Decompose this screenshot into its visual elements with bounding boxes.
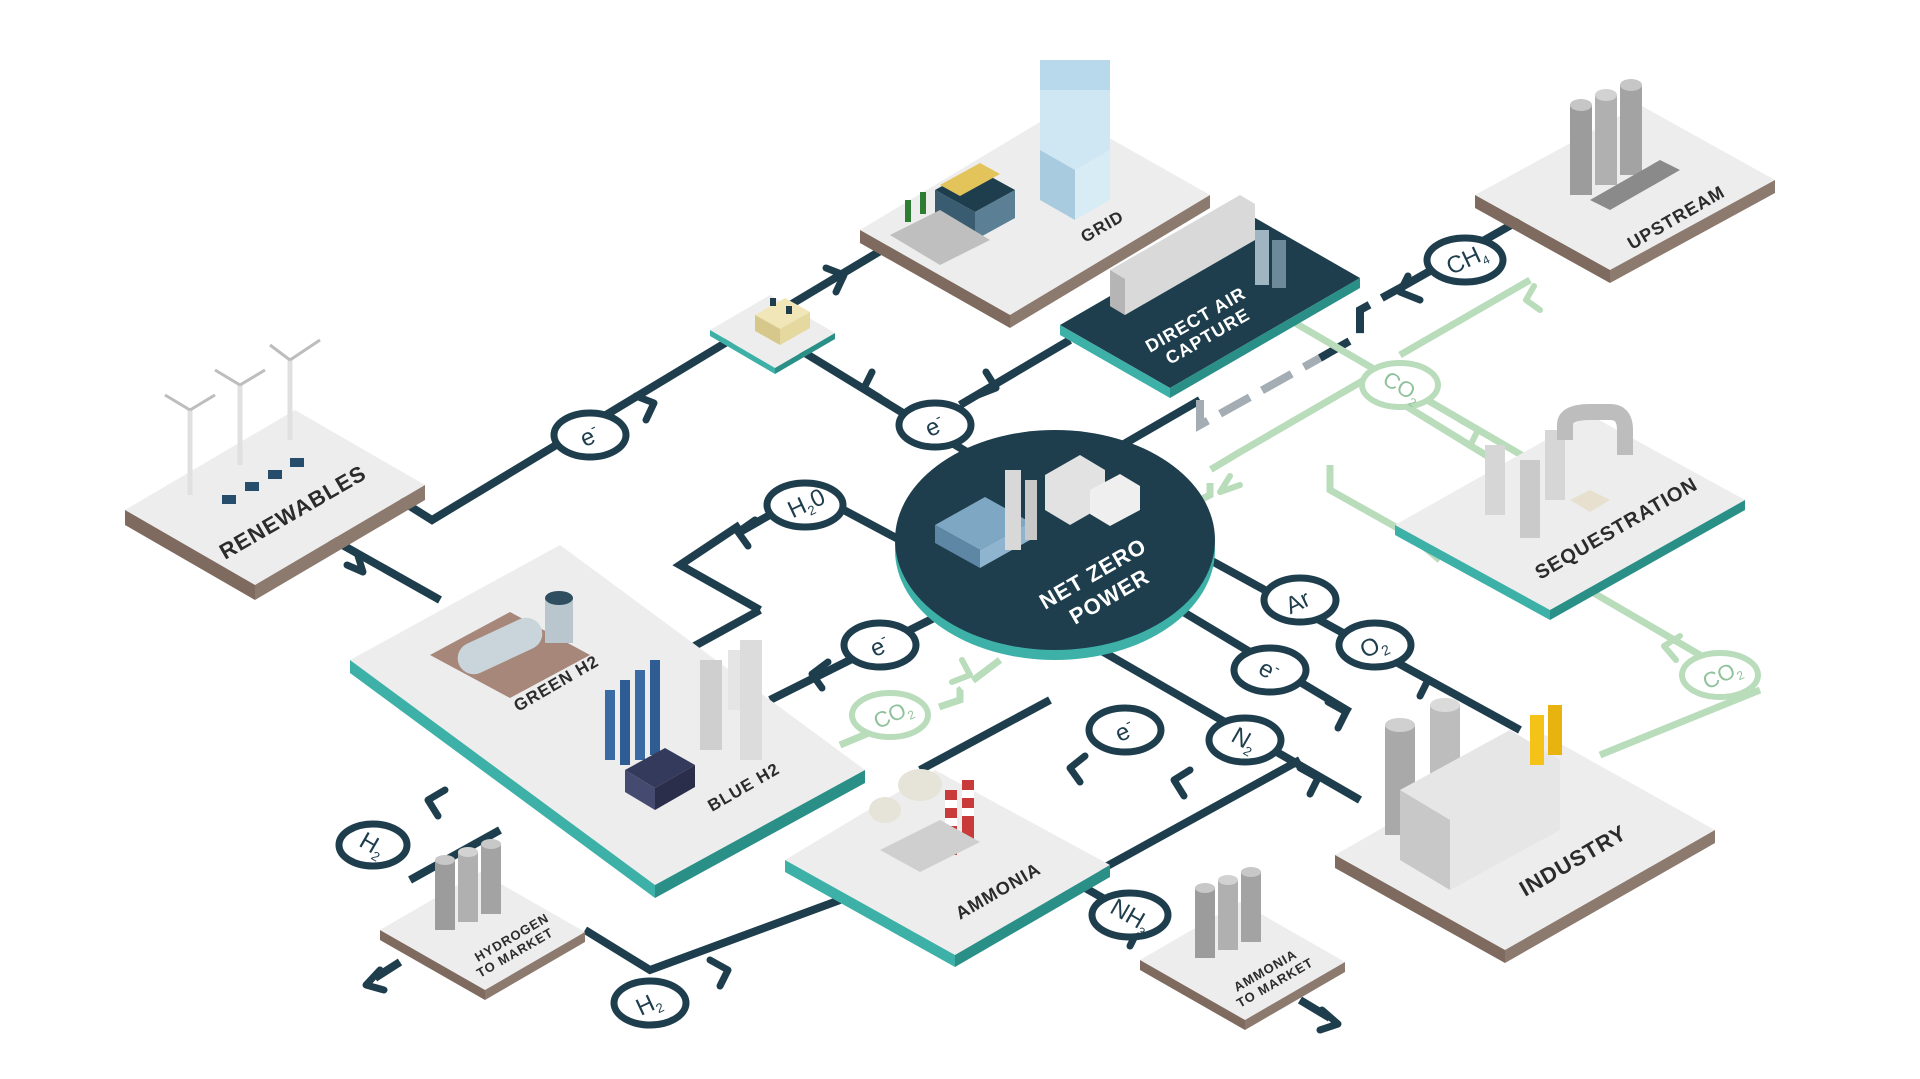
arrow-icon [860,368,884,402]
node-upstream: UPSTREAM [1475,79,1775,283]
bubble-ammonia: NH3 [1088,889,1172,941]
flow-blue-to-market [408,826,502,884]
node-grid: GRID [860,60,1210,328]
svg-text:H20: H20 [784,483,831,525]
bubble-electron-battery: e- [895,399,975,451]
bubble-argon: Ar [1260,574,1340,626]
arrow-icon [362,966,388,994]
arrow-icon [974,368,1000,399]
electron-sup: - [1122,714,1134,732]
electron-sup: - [587,419,599,437]
bubble-nitrogen: N2 [1205,714,1285,766]
flow-co2-dashed [1148,448,1242,529]
node-hydrogen-market: HYDROGEN TO MARKET [380,839,585,1000]
arrow-icon [1296,764,1322,798]
arrow-icon [1396,272,1424,304]
electron-sup: - [932,409,944,427]
arrow-icon [343,552,367,576]
arrow-icon [1406,666,1432,700]
node-sequestration: SEQUESTRATION [1395,404,1745,620]
arrow-icon [1170,766,1194,800]
arrow-icon [706,956,732,990]
arrow-icon [1066,752,1089,786]
node-net-zero-power: NET ZERO POWER [895,430,1215,660]
bubble-co2-center: CO2 [1359,360,1441,410]
arrow-icon [1523,283,1543,313]
electron-sup: - [877,629,889,647]
arrow-icon [822,264,848,296]
node-renewables: RENEWABLES [125,338,425,600]
arrow-icon [424,786,449,820]
arrow-icon [1316,1006,1342,1034]
flow-co2-blue-dashed [898,657,1003,724]
node-hydrogen-plant: GREEN H2 BLUE H2 [350,545,865,898]
flow-n2-to-ammonia [1098,756,1302,874]
bubble-electron-renewables: e- [550,409,630,461]
flow-co2-seq-industry [1578,581,1702,659]
flow-grey-dashed [1196,354,1322,432]
bubble-electron-blueh2: e- [840,619,920,671]
bubble-co2-left: CO2 [849,690,931,740]
arrow-icon [1217,473,1243,495]
arrow-icon [1324,698,1350,732]
bubble-water: H20 [763,479,847,531]
arrow-icon [1457,417,1481,449]
flow-h2-to-ammonia [582,896,842,975]
bubble-oxygen: O2 [1335,619,1415,671]
bubble-hydrogen-bottom: H2 [610,977,690,1029]
flow-netzero-ammonia [918,696,1052,774]
bubble-methane: CH4 [1423,234,1507,286]
arrow-icon [632,392,658,424]
bubble-electron-ammonia: e- [1085,704,1165,756]
node-industry: INDUSTRY [1335,698,1715,963]
flow-co2-industry [1598,686,1762,759]
bubble-hydrogen-left: H2 [335,820,411,870]
node-direct-air-capture: DIRECT AIR CAPTURE [1060,195,1360,398]
node-battery [710,295,835,374]
flow-co2-upstream [1398,276,1532,359]
flow-battery-to-grid [787,246,885,309]
arrow-icon [734,516,759,550]
bubble-electron-industry: e- [1230,644,1310,696]
node-ammonia: AMMONIA [785,769,1110,967]
arrow-icon [949,657,973,685]
arrow-icon [808,658,832,692]
bubble-co2-right: CO2 [1679,650,1761,700]
arrow-icon [1661,633,1683,663]
flow-h2o-loop [672,521,762,614]
flow-renewables-to-greenh2 [328,534,442,604]
